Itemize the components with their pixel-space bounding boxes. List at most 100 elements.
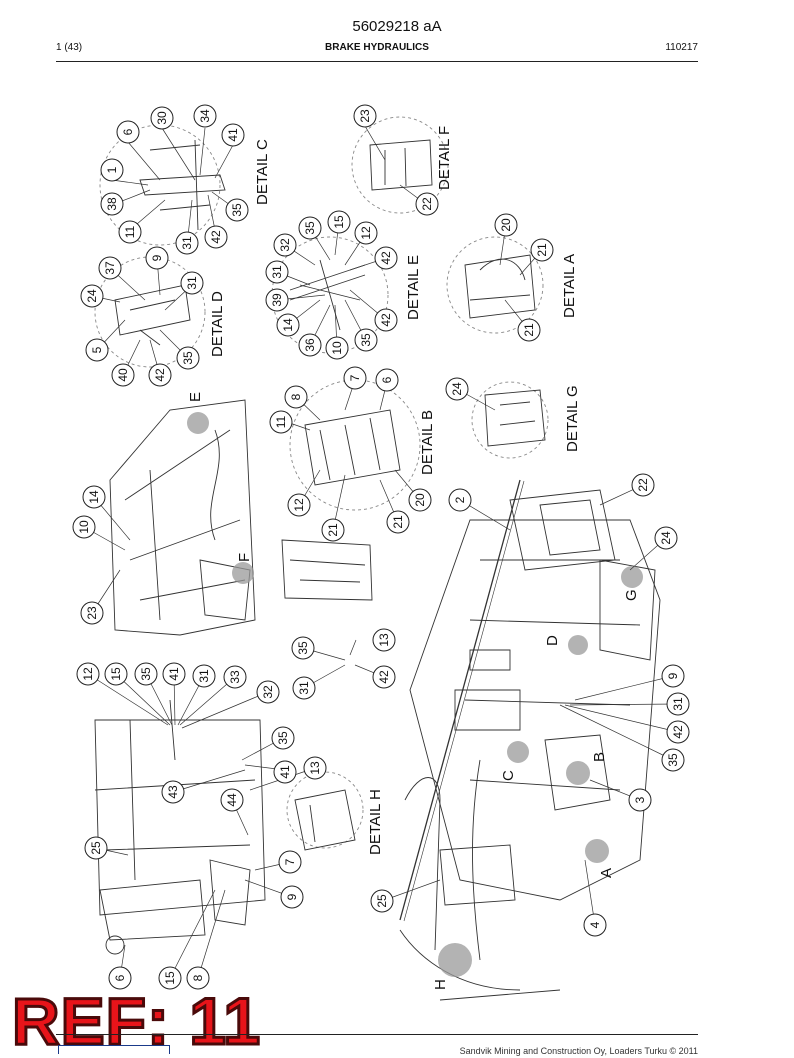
callout-number: 35 <box>359 333 373 347</box>
callout-number: 31 <box>185 276 199 290</box>
callout-number: 31 <box>197 669 211 683</box>
callout-number: 31 <box>270 265 284 279</box>
callout-number: 31 <box>297 681 311 695</box>
callout-number: 4 <box>588 921 602 928</box>
callout-number: 42 <box>379 313 393 327</box>
callout-number: 43 <box>166 785 180 799</box>
callout-number: 35 <box>296 641 310 655</box>
callout-number: 42 <box>377 670 391 684</box>
callout-number: 21 <box>391 515 405 529</box>
detail-title-a: DETAIL A <box>561 254 578 318</box>
callout-number: 8 <box>191 974 205 981</box>
callout-number: 22 <box>636 478 650 492</box>
callout-number: 14 <box>281 318 295 332</box>
callout-number: 41 <box>278 765 292 779</box>
area-letters: E F G D B C A H <box>187 392 640 990</box>
callout-number: 44 <box>225 793 239 807</box>
callout-number: 10 <box>330 341 344 355</box>
area-letter-e: E <box>187 392 204 402</box>
area-letter-f: F <box>236 553 253 562</box>
callout-number: 38 <box>105 197 119 211</box>
callout-number: 7 <box>348 374 362 381</box>
area-letter-h: H <box>432 979 449 990</box>
callout-number: 8 <box>289 393 303 400</box>
callout-number: 3 <box>633 796 647 803</box>
callout-number: 42 <box>671 725 685 739</box>
callout-number: 35 <box>276 731 290 745</box>
callout-number: 15 <box>109 667 123 681</box>
callout-number: 14 <box>87 490 101 504</box>
callout-number: 20 <box>499 218 513 232</box>
document-date: 110217 <box>665 42 698 53</box>
callout-number: 2 <box>453 496 467 503</box>
callout-number: 22 <box>420 197 434 211</box>
callout-number: 35 <box>666 753 680 767</box>
area-letter-a: A <box>598 868 615 878</box>
document-code: 56029218 aA <box>352 18 442 35</box>
detail-title-b: DETAIL B <box>419 410 436 475</box>
area-letter-b: B <box>591 752 608 762</box>
callout-number: 35 <box>303 221 317 235</box>
callout-number: 40 <box>116 368 130 382</box>
callout-number: 25 <box>375 894 389 908</box>
footer-copyright: Sandvik Mining and Construction Oy, Load… <box>459 1046 698 1056</box>
highlight-spots <box>187 412 643 977</box>
callout-number: 5 <box>90 346 104 353</box>
callout-number: 23 <box>85 606 99 620</box>
callout-number: 1 <box>105 166 119 173</box>
detail-title-d: DETAIL D <box>209 291 226 357</box>
callout-number: 13 <box>377 633 391 647</box>
callout-number: 35 <box>139 667 153 681</box>
detail-title-f: DETAIL F <box>436 126 453 190</box>
area-letter-c: C <box>500 770 517 781</box>
detail-title-h: DETAIL H <box>367 789 384 855</box>
callout-number: 6 <box>380 376 394 383</box>
callout-number: 12 <box>359 226 373 240</box>
callout-number: 11 <box>123 225 137 238</box>
callout-number: 42 <box>209 230 223 244</box>
callout-number: 33 <box>228 670 242 684</box>
footer-rule <box>56 1034 698 1035</box>
callout-number: 6 <box>121 128 135 135</box>
callout-number: 23 <box>358 109 372 123</box>
callout-number: 32 <box>261 685 275 699</box>
area-letter-g: G <box>623 589 640 601</box>
callout-number: 24 <box>450 382 464 396</box>
callout-number: 42 <box>379 251 393 265</box>
footer-logo <box>58 1045 170 1054</box>
callout-number: 6 <box>113 974 127 981</box>
callout-number: 9 <box>666 672 680 679</box>
callout-number: 24 <box>659 531 673 545</box>
callout-number: 25 <box>89 841 103 855</box>
callout-number: 36 <box>303 338 317 352</box>
callout-number: 35 <box>230 203 244 217</box>
callout-number: 13 <box>308 761 322 775</box>
callout-number: 21 <box>326 523 340 537</box>
callout-number: 37 <box>103 261 117 275</box>
callout-circles <box>72 104 690 990</box>
header-rule <box>56 61 698 62</box>
callout-numbers: 30 34 6 41 1 38 11 31 42 35 23 22 37 9 2… <box>77 109 685 985</box>
callout-number: 15 <box>163 971 177 985</box>
detail-title-g: DETAIL G <box>564 385 581 452</box>
callout-number: 11 <box>274 415 288 428</box>
callout-number: 35 <box>181 351 195 365</box>
callout-number: 10 <box>77 520 91 534</box>
callout-number: 15 <box>332 215 346 229</box>
callout-number: 9 <box>285 893 299 900</box>
callout-number: 12 <box>81 667 95 681</box>
callout-number: 21 <box>522 323 536 337</box>
callout-number: 31 <box>180 236 194 250</box>
callout-number: 41 <box>226 128 240 142</box>
callout-number: 34 <box>198 109 212 123</box>
page-indicator: 1 (43) <box>56 42 83 53</box>
callout-number: 9 <box>150 254 164 261</box>
callout-number: 20 <box>413 493 427 507</box>
callout-number: 42 <box>153 368 167 382</box>
callout-number: 21 <box>535 243 549 257</box>
callout-number: 12 <box>292 498 306 512</box>
callout-number: 7 <box>283 858 297 865</box>
detail-title-c: DETAIL C <box>254 139 271 205</box>
callout-number: 41 <box>167 667 181 681</box>
